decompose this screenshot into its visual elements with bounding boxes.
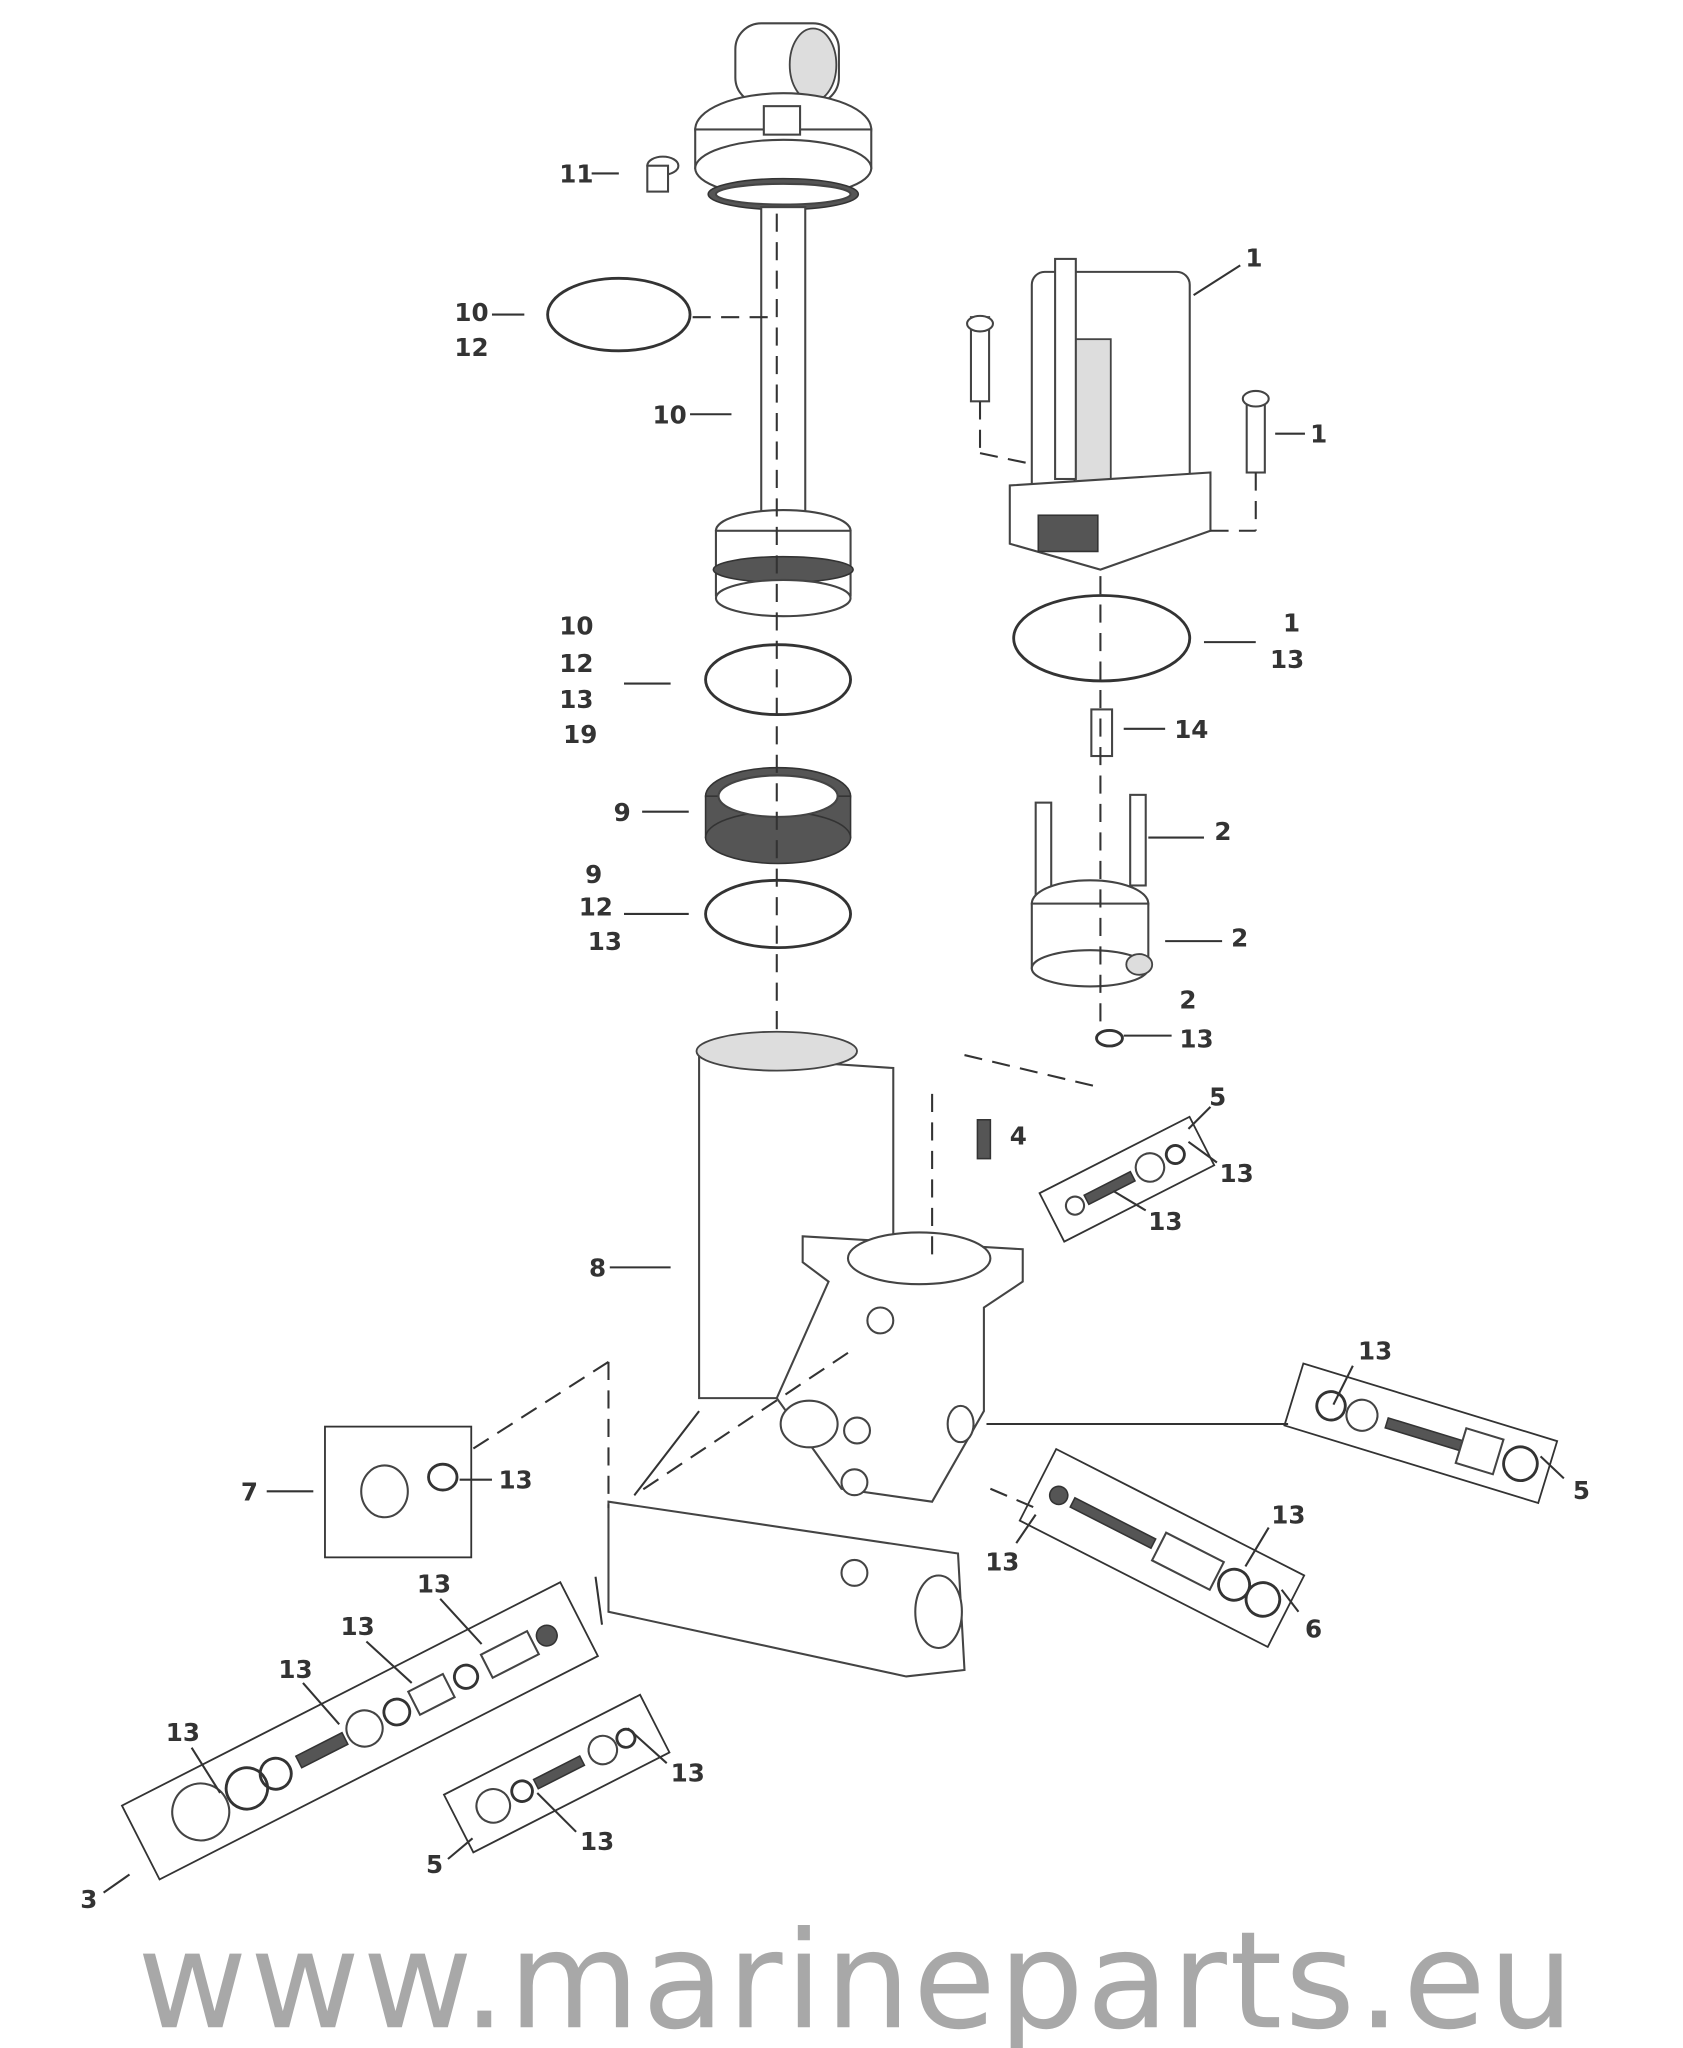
callout-label: 13 bbox=[1271, 1501, 1305, 1530]
callout-label: 5 bbox=[426, 1850, 443, 1879]
callout-label: 13 bbox=[1358, 1336, 1392, 1365]
cylinder-cap bbox=[694, 22, 873, 211]
callout-label: 11 bbox=[559, 160, 593, 189]
callout-label: 12 bbox=[579, 892, 613, 921]
callout-label: 2 bbox=[1214, 817, 1231, 846]
callout-label: 13 bbox=[671, 1758, 705, 1787]
callout-label: 13 bbox=[580, 1827, 614, 1856]
piston bbox=[712, 509, 854, 618]
callout-label: 5 bbox=[1209, 1083, 1226, 1112]
callout-label: 13 bbox=[166, 1718, 200, 1747]
motor-screws bbox=[966, 314, 1270, 474]
detail-box-5-upper bbox=[1038, 1115, 1216, 1243]
detail-box-7 bbox=[324, 1425, 473, 1559]
callout-label: 14 bbox=[1174, 715, 1208, 744]
callout-label: 1 bbox=[1310, 420, 1327, 449]
o-ring bbox=[704, 878, 852, 950]
callout-label: 19 bbox=[563, 720, 597, 749]
callout-label: 13 bbox=[498, 1466, 532, 1495]
filter-7 bbox=[360, 1462, 459, 1519]
callout-label: 1 bbox=[1245, 244, 1262, 273]
callout-label: 13 bbox=[417, 1569, 451, 1598]
callout-label: 3 bbox=[80, 1885, 97, 1914]
callout-label: 13 bbox=[559, 685, 593, 714]
motor bbox=[1008, 257, 1212, 571]
callout-label: 13 bbox=[588, 927, 622, 956]
callout-label: 13 bbox=[985, 1547, 1019, 1576]
detail-box-5-right bbox=[1283, 1362, 1559, 1505]
callout-label: 10 bbox=[559, 611, 593, 640]
o-ring bbox=[1012, 594, 1192, 683]
callout-label: 10 bbox=[652, 400, 686, 429]
callout-label: 10 bbox=[454, 298, 488, 327]
callout-label: 8 bbox=[589, 1253, 606, 1282]
callout-label: 12 bbox=[454, 333, 488, 362]
detail-box-6 bbox=[1018, 1447, 1306, 1649]
callout-label: 13 bbox=[1179, 1024, 1213, 1053]
callout-label: 6 bbox=[1305, 1615, 1322, 1644]
o-ring bbox=[1095, 1029, 1124, 1048]
alignment-lines bbox=[470, 213, 1289, 1625]
coupler-14 bbox=[1090, 708, 1114, 758]
leader-lines bbox=[103, 172, 1565, 1894]
detail-box-5-lower bbox=[442, 1693, 671, 1854]
o-ring bbox=[704, 643, 852, 717]
detail-box-3 bbox=[120, 1581, 600, 1881]
callout-label: 1 bbox=[1283, 609, 1300, 638]
screw-11 bbox=[646, 155, 680, 193]
callout-label: 9 bbox=[585, 860, 602, 889]
callout-label: 13 bbox=[278, 1655, 312, 1684]
callout-label: 13 bbox=[1148, 1207, 1182, 1236]
callout-label: 2 bbox=[1231, 923, 1248, 952]
callout-label: 4 bbox=[1010, 1121, 1027, 1150]
screw-4 bbox=[976, 1119, 992, 1160]
callout-labels: 11 10 12 10 1 1 10 12 13 19 1 13 14 9 2 … bbox=[80, 160, 1590, 1915]
piston-rod bbox=[760, 206, 807, 532]
callout-label: 13 bbox=[341, 1612, 375, 1641]
callout-label: 2 bbox=[1179, 985, 1196, 1014]
watermark: www.marineparts.eu bbox=[137, 1902, 1576, 2048]
callout-label: 9 bbox=[614, 798, 631, 827]
callout-label: 13 bbox=[1270, 645, 1304, 674]
pump bbox=[1030, 793, 1154, 988]
manifold-body bbox=[607, 1030, 1024, 1678]
o-ring bbox=[546, 276, 692, 353]
callout-label: 12 bbox=[559, 649, 593, 678]
seal-9 bbox=[704, 766, 852, 865]
callout-label: 5 bbox=[1573, 1476, 1590, 1505]
callout-label: 13 bbox=[1220, 1159, 1254, 1188]
callout-label: 7 bbox=[241, 1477, 258, 1506]
